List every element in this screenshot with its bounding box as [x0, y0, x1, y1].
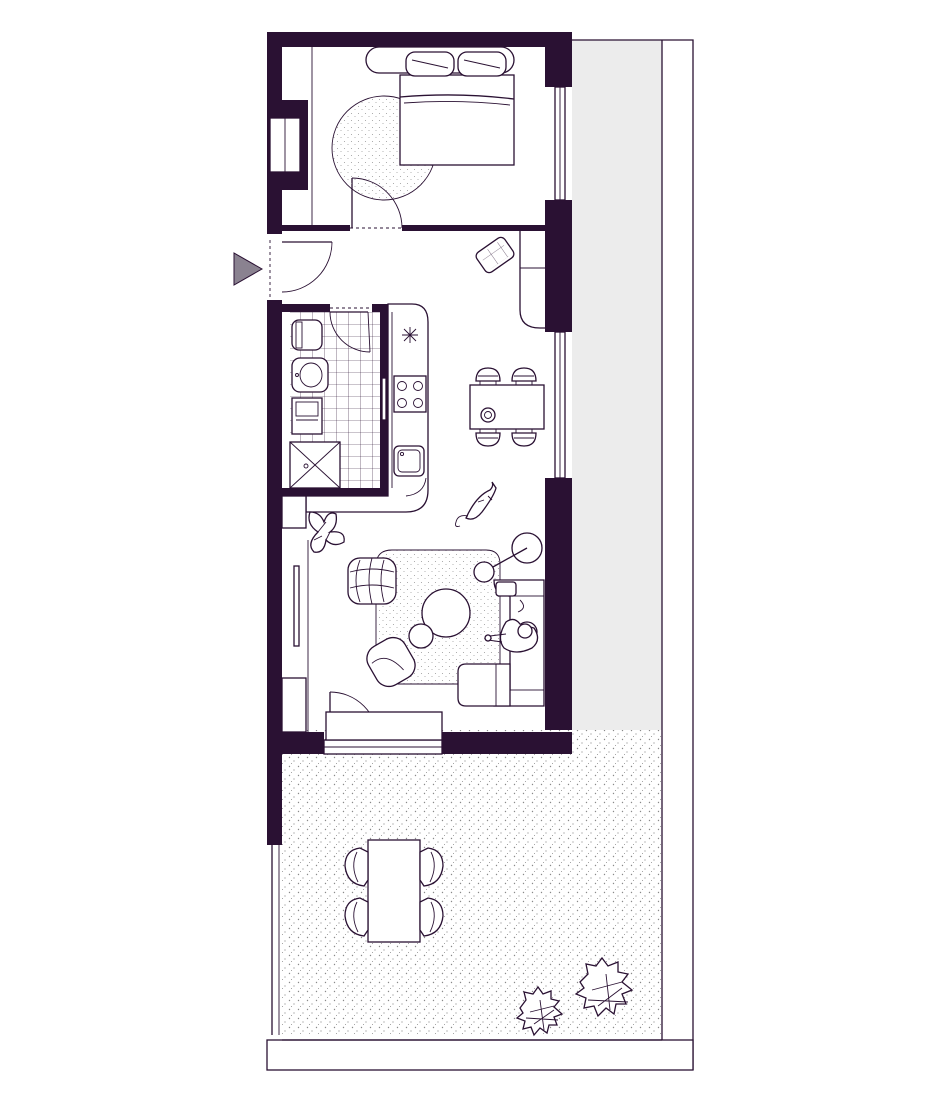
circle-icon	[397, 381, 407, 391]
dining-chair	[475, 367, 501, 385]
plate	[480, 407, 496, 423]
wardrobe-handle	[293, 565, 300, 647]
circle-icon	[413, 381, 423, 391]
floor-lamp	[473, 532, 543, 583]
plant-icon	[308, 511, 345, 553]
niche-box	[281, 495, 307, 529]
terrace-chair	[419, 897, 444, 937]
sofa-chaise	[457, 663, 511, 707]
sideboard	[325, 711, 443, 741]
dining-chair	[511, 367, 537, 385]
pouf	[347, 557, 397, 605]
wall-right-1	[545, 32, 572, 87]
shrub-icon	[574, 956, 634, 1018]
dining	[469, 367, 545, 447]
bed	[399, 74, 515, 166]
armchair	[366, 636, 416, 688]
partition-bedroom-right	[402, 225, 545, 231]
living-room	[325, 532, 545, 741]
balcony-floor	[572, 40, 662, 730]
terrace-chair	[344, 897, 369, 937]
niche-box-lower	[281, 677, 307, 733]
wall-shaft-side	[300, 100, 308, 190]
dining-table	[469, 384, 545, 430]
balcony-railing	[572, 39, 694, 1070]
coffee-table	[421, 588, 471, 638]
wash-basin	[291, 357, 329, 393]
hall	[475, 231, 545, 329]
terrace-chair	[419, 847, 444, 887]
partition-bedroom-left	[282, 225, 350, 231]
circle-icon	[413, 398, 423, 408]
wall-top	[267, 32, 572, 47]
circle-icon	[397, 398, 407, 408]
bathroom-door-swing	[329, 311, 371, 353]
hob	[393, 375, 427, 413]
triangle-right-icon	[233, 252, 264, 286]
asterisk-icon	[402, 327, 418, 343]
bathroom-wall-bottom	[282, 488, 388, 496]
cat-icon	[455, 481, 497, 527]
wall-right-3	[545, 478, 572, 730]
dining-chair	[511, 429, 537, 447]
wall-bottom-left	[282, 732, 324, 754]
terrace	[266, 730, 694, 1071]
person-icon	[484, 618, 539, 653]
side-table	[475, 236, 515, 274]
bathroom	[289, 307, 387, 489]
kitchen	[305, 303, 429, 513]
wall-right-2	[545, 200, 572, 332]
kitchen-sink	[393, 445, 425, 477]
towel-rail	[381, 377, 387, 421]
bedroom	[311, 46, 515, 229]
side-coffee-table	[408, 623, 434, 649]
bathroom-wall-top	[282, 304, 330, 312]
hall-cabinet	[519, 231, 545, 329]
terrace-chair	[344, 847, 369, 887]
dining-chair	[475, 429, 501, 447]
terrace-table	[367, 839, 421, 943]
terrace-planter	[266, 1039, 694, 1071]
shower-tray	[289, 441, 341, 489]
entry-door-swing	[281, 241, 333, 293]
duvet-fold	[399, 94, 515, 100]
shrub-icon	[515, 985, 564, 1037]
wall-left-lower	[267, 300, 282, 845]
balcony	[572, 39, 694, 1070]
laundry-unit	[291, 397, 323, 435]
entry-wardrobe	[281, 495, 309, 733]
entrance	[233, 240, 333, 298]
wall-bottom-right	[442, 732, 572, 754]
toilet	[291, 319, 323, 351]
